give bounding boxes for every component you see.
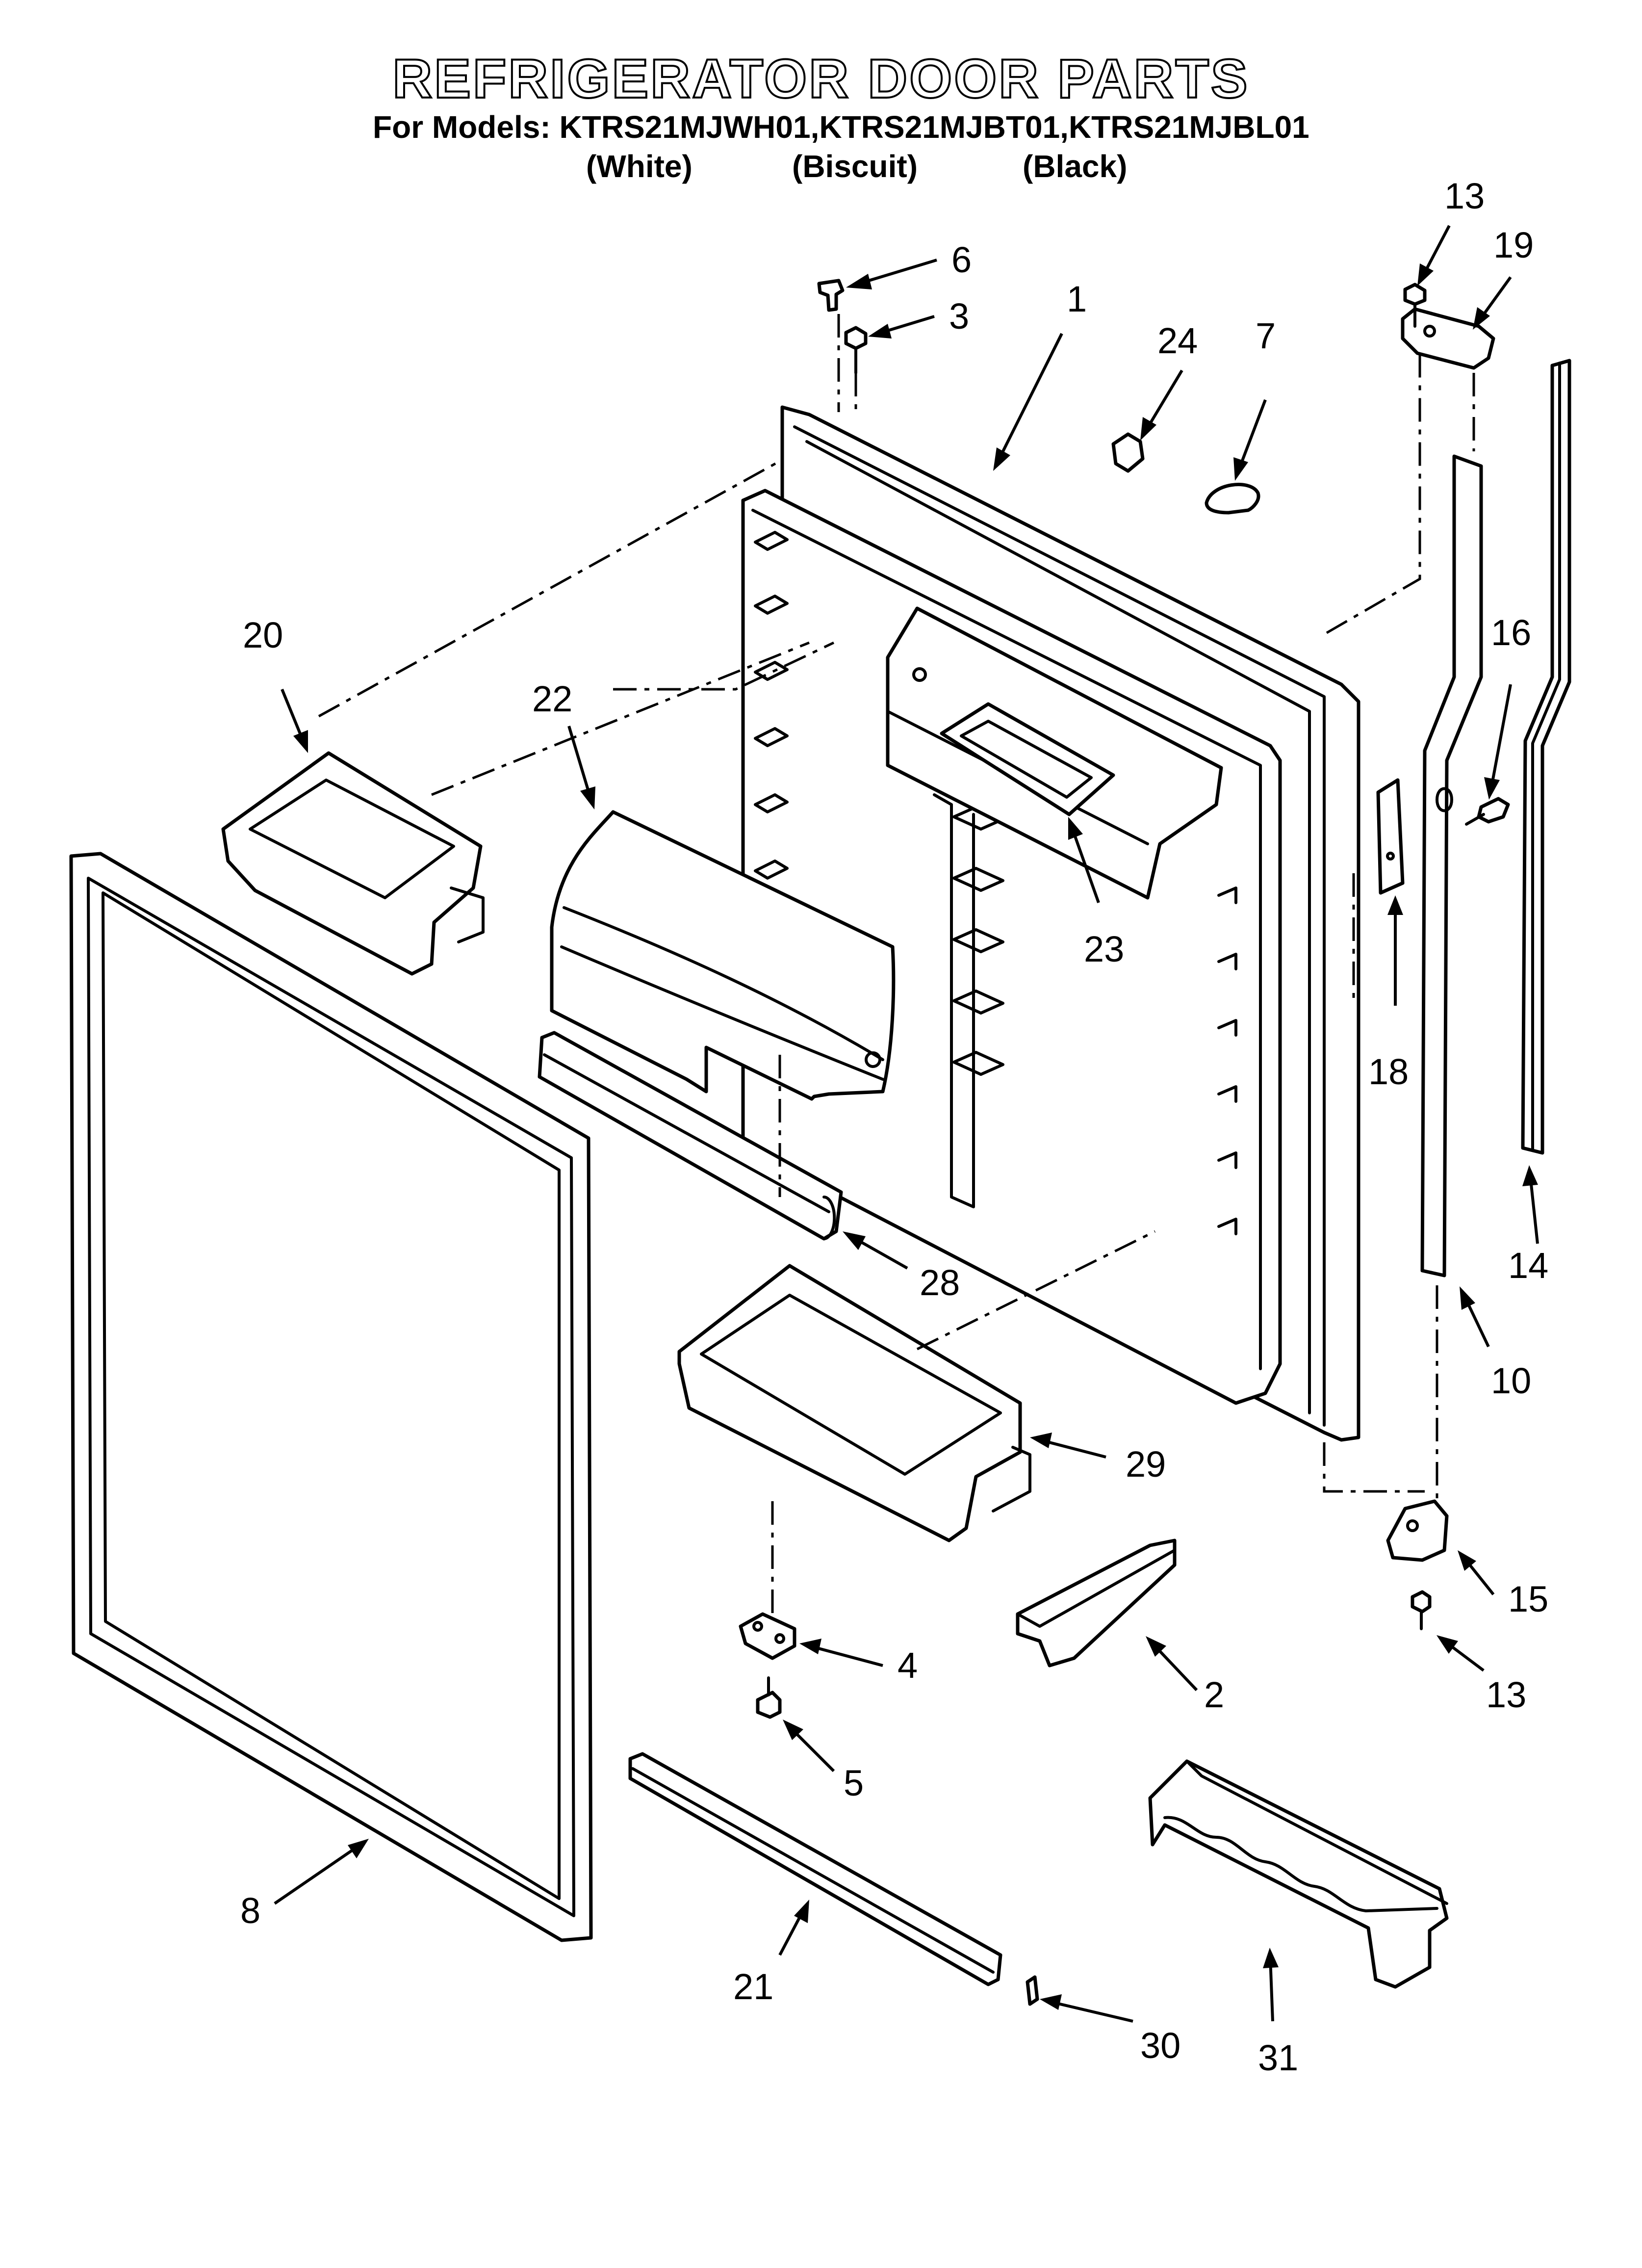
- bracket-part-4: [739, 1612, 796, 1660]
- color-white: (White): [586, 149, 693, 184]
- door-liner-part-1: [741, 405, 1360, 1442]
- callout-22: 22: [532, 678, 572, 719]
- callout-7: 7: [1256, 315, 1276, 356]
- callout-4: 4: [898, 1645, 918, 1686]
- screw-part-3: [844, 326, 868, 374]
- color-biscuit: (Biscuit): [792, 149, 918, 184]
- callout-3: 3: [949, 296, 969, 337]
- callout-8: 8: [240, 1890, 260, 1931]
- callout-1: 1: [1067, 279, 1087, 319]
- callout-labels: 1 2 3 4 5 6 7 8 10 13 13 14 15 16 18 19 …: [240, 176, 1548, 2078]
- trim-strip-part-28: [538, 1031, 843, 1241]
- plug-part-24: [1111, 432, 1145, 473]
- callout-15: 15: [1508, 1579, 1548, 1619]
- bottom-trim-part-21: [628, 1752, 1002, 1986]
- callout-14: 14: [1508, 1245, 1548, 1286]
- door-gasket-part-8: [69, 852, 593, 1942]
- models-line: For Models: KTRS21MJWH01,KTRS21MJBT01,KT…: [373, 109, 1309, 145]
- leader-arrows: [274, 225, 1539, 2023]
- screw-part-13-top: [1403, 283, 1427, 328]
- side-trim-part-14: [1521, 359, 1571, 1155]
- diagram-title: REFRIGERATOR DOOR PARTS: [391, 47, 1250, 110]
- clip-part-30: [1026, 1975, 1039, 2006]
- dairy-door-part-22: [550, 810, 896, 1101]
- callout-31: 31: [1258, 2037, 1298, 2078]
- screw-part-16: [1465, 797, 1510, 826]
- callout-5: 5: [844, 1763, 864, 1803]
- callout-21: 21: [733, 1966, 773, 2007]
- plug-part-7: [1205, 483, 1260, 515]
- lower-bin-part-29: [677, 1264, 1031, 1542]
- callout-24: 24: [1157, 320, 1198, 361]
- callout-13-top: 13: [1444, 176, 1485, 216]
- callout-6: 6: [951, 239, 972, 280]
- bottom-hinge-part-15: [1386, 1499, 1449, 1562]
- callout-28: 28: [920, 1262, 960, 1303]
- color-black: (Black): [1023, 149, 1128, 184]
- hinge-cover-part-10: [1420, 454, 1483, 1277]
- screw-part-13-bottom: [1411, 1590, 1432, 1630]
- screw-part-6: [817, 279, 845, 312]
- callout-18: 18: [1368, 1051, 1409, 1092]
- spacer-part-18: [1376, 778, 1405, 895]
- alignment-lines: [318, 314, 1475, 1614]
- egg-tray-part-31: [1148, 1759, 1449, 1989]
- callout-2: 2: [1204, 1674, 1224, 1715]
- screw-part-5: [756, 1676, 782, 1719]
- top-hinge-part-19: [1401, 307, 1495, 370]
- callout-30: 30: [1140, 2025, 1180, 2066]
- handle-part-2: [1016, 1538, 1177, 1668]
- upper-bin-part-20: [221, 751, 485, 976]
- callout-13-bottom: 13: [1486, 1674, 1526, 1715]
- callout-23: 23: [1084, 929, 1124, 969]
- small-cover-part-23: [940, 702, 1115, 816]
- callout-29: 29: [1126, 1444, 1166, 1485]
- callout-20: 20: [243, 615, 283, 655]
- callout-10: 10: [1491, 1360, 1531, 1401]
- callout-19: 19: [1493, 225, 1534, 265]
- callout-16: 16: [1491, 612, 1531, 653]
